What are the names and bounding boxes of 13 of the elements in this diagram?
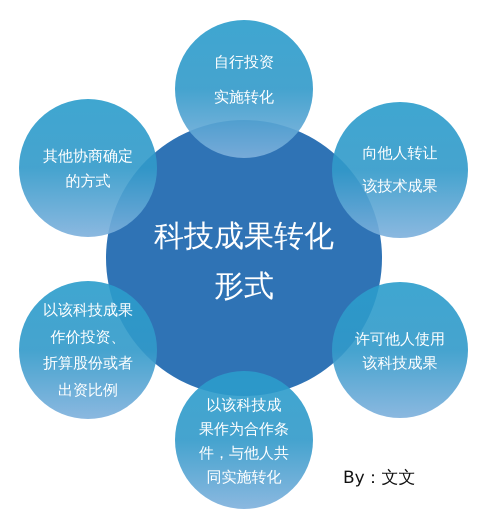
circle-text: 以该科技成果作为合作条件，与他人共同实施转化	[199, 395, 289, 488]
topic-circle	[175, 20, 313, 158]
topic-circle	[332, 282, 468, 418]
topic-circle	[175, 371, 313, 509]
topic-circle	[332, 102, 468, 238]
circle-text: 其他协商确定的方式	[43, 146, 133, 192]
circle-text: 以该科技成果作价投资、折算股份或者出资比例	[43, 300, 133, 400]
circle-text: 向他人转让该技术成果	[362, 143, 438, 197]
author-credit: By：文文	[343, 467, 416, 489]
central-title: 科技成果转化形式	[154, 218, 334, 306]
circle-text: 自行投资实施转化	[214, 52, 274, 108]
circle-text: 许可他人使用该科技成果	[355, 329, 445, 374]
topic-circle	[19, 281, 157, 419]
